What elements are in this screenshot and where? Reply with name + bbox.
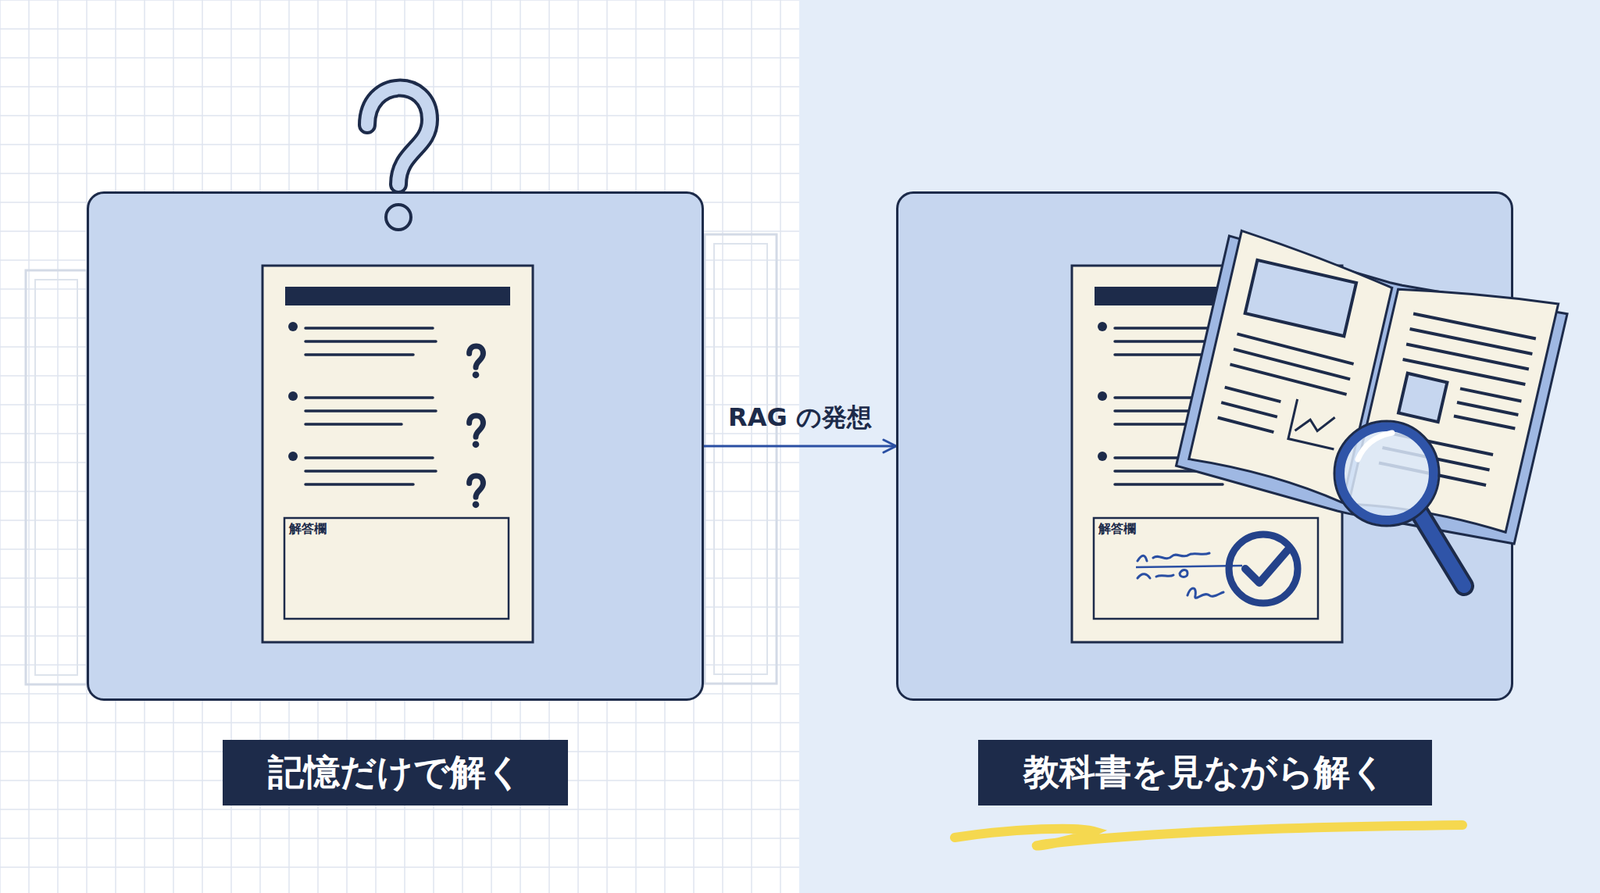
- text-line: [305, 422, 402, 426]
- grid-line: [0, 866, 800, 868]
- book-line: [1232, 349, 1351, 380]
- check-ring: [1228, 534, 1298, 604]
- book-picture: [1245, 260, 1357, 336]
- bullet: [288, 321, 298, 332]
- grid-line: [0, 721, 800, 724]
- faint-frame: [714, 243, 768, 675]
- book-line: [1229, 364, 1348, 395]
- bullet: [1097, 391, 1108, 401]
- right-ground: [799, 0, 1600, 893]
- check-tick: [1245, 548, 1290, 583]
- worksheet: [262, 265, 533, 643]
- book-picture: [1398, 373, 1447, 422]
- book-line: [1410, 325, 1533, 358]
- grid-line: [0, 808, 800, 811]
- faint-frame: [704, 234, 777, 684]
- book-line: [1460, 386, 1522, 403]
- question-dot: [472, 440, 480, 448]
- faint-frame: [25, 270, 87, 685]
- book-line: [1224, 387, 1282, 403]
- grid-line: [0, 143, 800, 146]
- answer-box: 解答欄: [1091, 515, 1316, 617]
- handwriting-stroke: [1187, 588, 1224, 598]
- book-line: [1221, 402, 1279, 418]
- book-line: [1406, 341, 1529, 373]
- question-dot: [385, 204, 411, 230]
- book-line: [1453, 414, 1515, 431]
- book-line: [1457, 400, 1518, 417]
- magnifier: [1334, 421, 1465, 586]
- text-line: [305, 409, 436, 413]
- bullet: [288, 451, 298, 461]
- scene-caption: 記憶だけで解く: [222, 739, 568, 806]
- scene-panel: 教科書を見ながら解く解答欄: [896, 191, 1514, 701]
- caption-holder: 記憶だけで解く: [89, 739, 702, 806]
- question-dot: [472, 500, 480, 508]
- magnifier-handle-outline: [1420, 514, 1465, 586]
- bullet: [1097, 451, 1108, 461]
- bullet: [288, 391, 298, 401]
- question-fill: [367, 88, 430, 185]
- book-line: [1217, 417, 1275, 433]
- question-hook: [469, 475, 484, 497]
- handwriting-stroke: [1137, 553, 1210, 561]
- text-line: [305, 353, 414, 357]
- magnifier-lens: [1339, 426, 1434, 521]
- answer-box: 解答欄: [282, 515, 507, 617]
- magnifier-handle: [1420, 514, 1465, 586]
- scene-panel: 記憶だけで解く解答欄: [86, 191, 704, 701]
- flow-arrow: [703, 445, 897, 448]
- answer-label: 解答欄: [1091, 515, 1143, 542]
- faint-frame: [35, 279, 78, 675]
- question-hook: [469, 415, 484, 437]
- panel-illustration: [89, 193, 702, 699]
- grid: [0, 0, 800, 893]
- lens-shine: [1357, 432, 1393, 460]
- worksheet-sheet: [262, 265, 533, 643]
- bullet: [1097, 321, 1108, 332]
- question-hook: [469, 346, 484, 368]
- grid-line: [28, 0, 30, 893]
- text-line: [305, 396, 433, 400]
- question-mark: [469, 475, 484, 508]
- question-mark: [469, 415, 484, 448]
- text-line: [305, 456, 433, 460]
- worksheet-header: [285, 286, 511, 306]
- highlight-underline: [954, 825, 1463, 847]
- text-line: [305, 326, 433, 330]
- edge-label: RAG の発想: [728, 402, 872, 433]
- text-line: [1114, 482, 1223, 486]
- question-outline: [367, 88, 430, 185]
- grid-line: [0, 837, 800, 840]
- book-line: [1413, 310, 1536, 343]
- text-line: [305, 339, 436, 343]
- caption-holder: 教科書を見ながら解く: [898, 739, 1511, 806]
- big-question-mark: [367, 88, 430, 230]
- text-line: [305, 469, 436, 473]
- check-mark: [1228, 534, 1298, 604]
- magnifier-rim: [1334, 421, 1440, 526]
- book-chart: [1288, 399, 1343, 450]
- grid-line: [0, 114, 800, 117]
- grid-line: [0, 0, 1, 893]
- book-line: [1236, 333, 1355, 365]
- panel-illustration: [898, 193, 1511, 699]
- open-book: [1174, 228, 1569, 552]
- grid-line: [57, 0, 59, 893]
- handwriting-stroke: [1137, 570, 1188, 579]
- text-line: [305, 482, 414, 486]
- grid-line: [0, 0, 800, 1]
- grid-line: [0, 57, 800, 59]
- grid-line: [0, 28, 800, 30]
- scene-caption: 教科書を見ながら解く: [978, 739, 1433, 806]
- question-dot: [472, 371, 480, 379]
- answer-label: 解答欄: [282, 515, 334, 542]
- question-mark: [469, 346, 484, 379]
